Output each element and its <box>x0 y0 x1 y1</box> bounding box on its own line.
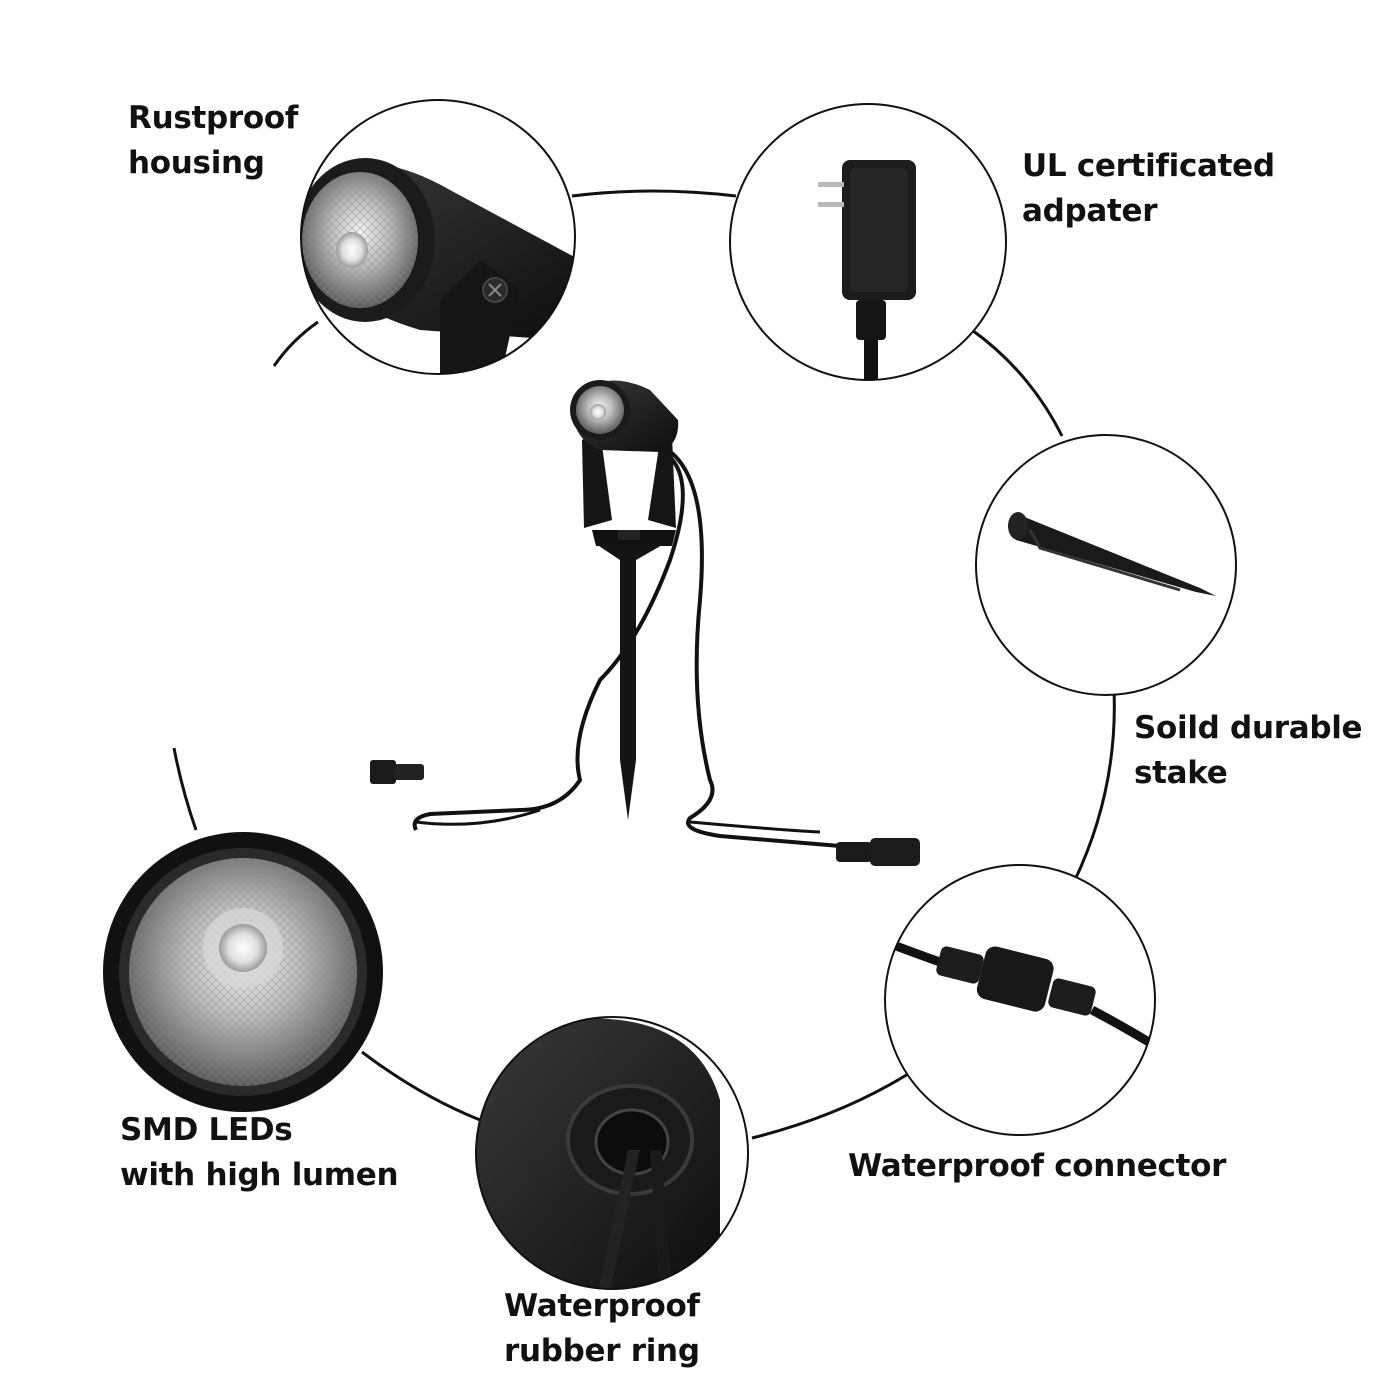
label-durable-stake-line-2: stake <box>1134 755 1228 791</box>
label-ul-adapter-line-1: UL certificated <box>1022 148 1275 184</box>
label-durable-stake: Soild durable stake <box>1134 706 1363 796</box>
label-rustproof-housing: Rustproof housing <box>128 96 298 186</box>
smd-led-lens-image <box>103 832 383 1112</box>
label-waterproof-connector-line-1: Waterproof connector <box>848 1148 1227 1184</box>
label-durable-stake-line-1: Soild durable <box>1134 710 1363 746</box>
label-ul-adapter-line-2: adpater <box>1022 193 1158 229</box>
spotlight-product <box>370 380 920 866</box>
label-rubber-ring-line-2: rubber ring <box>504 1333 700 1369</box>
label-smd-leds: SMD LEDs with high lumen <box>120 1108 399 1198</box>
label-rustproof-housing-line-2: housing <box>128 145 265 181</box>
connecting-ring-line <box>172 189 1116 1140</box>
label-rubber-ring-line-1: Waterproof <box>504 1288 700 1324</box>
label-rubber-ring: Waterproof rubber ring <box>504 1284 700 1374</box>
label-smd-leds-line-2: with high lumen <box>120 1157 399 1193</box>
label-smd-leds-line-1: SMD LEDs <box>120 1112 293 1148</box>
rustproof-housing-image <box>300 99 576 375</box>
label-rustproof-housing-line-1: Rustproof <box>128 100 299 136</box>
rubber-ring-image <box>475 1016 749 1290</box>
ul-adapter-image <box>729 103 1007 381</box>
stake-image <box>975 434 1237 696</box>
waterproof-connector-image <box>884 864 1156 1136</box>
label-waterproof-connector: Waterproof connector <box>848 1144 1226 1189</box>
label-ul-adapter: UL certificated adpater <box>1022 144 1275 234</box>
